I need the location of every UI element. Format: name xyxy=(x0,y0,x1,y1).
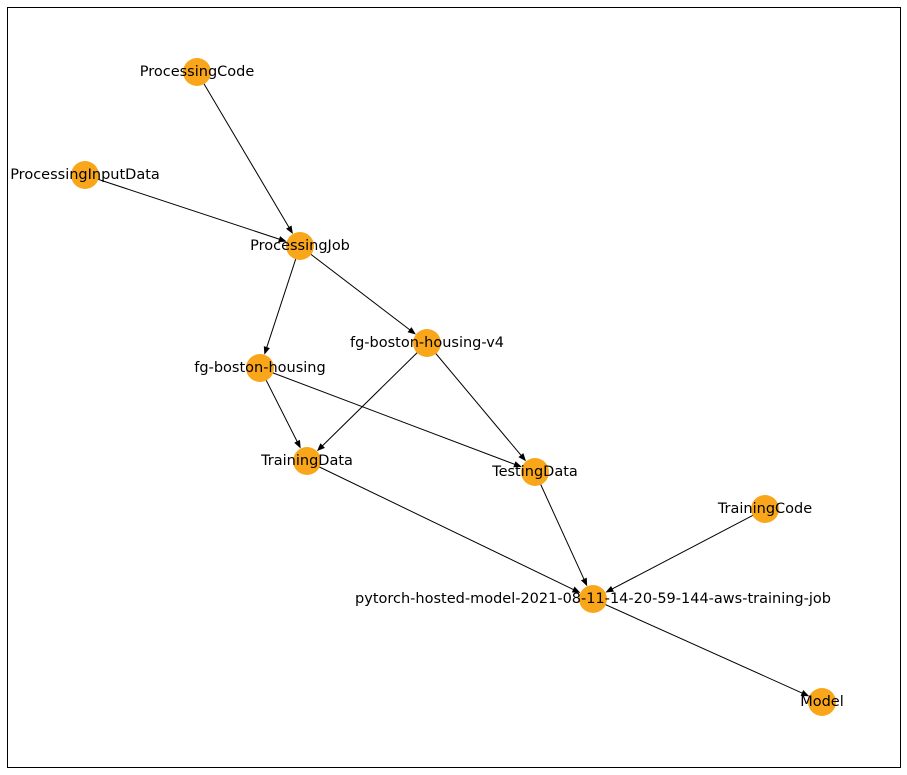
edge-fg-boston-housing-v4-to-testingdata xyxy=(426,342,526,461)
node-label-processinginputdata: ProcessingInputData xyxy=(10,167,160,183)
node-label-trainingcode: TrainingCode xyxy=(717,501,812,517)
edge-trainingcode-to-pytorch-hosted-model-2021-08-11-14-20-59-144-aws-training-job xyxy=(606,508,766,593)
node-label-pytorch-hosted-model-2021-08-11-14-20-59-144-aws-training-job: pytorch-hosted-model-2021-08-11-14-20-59… xyxy=(355,591,831,607)
node-label-fg-boston-housing-v4: fg-boston-housing-v4 xyxy=(350,335,504,351)
node-label-fg-boston-housing: fg-boston-housing xyxy=(194,360,325,376)
edge-processinginputdata-to-processingjob xyxy=(84,174,285,242)
node-trainingdata xyxy=(293,447,321,475)
edge-pytorch-hosted-model-2021-08-11-14-20-59-144-aws-training-job-to-model xyxy=(592,598,808,696)
edge-testingdata-to-pytorch-hosted-model-2021-08-11-14-20-59-144-aws-training-job xyxy=(534,471,587,585)
nodes-layer xyxy=(71,58,836,716)
arrowhead-fg-boston-housing-v4-to-testingdata xyxy=(518,453,527,462)
arrowhead-trainingdata-to-pytorch-hosted-model-2021-08-11-14-20-59-144-aws-training-job xyxy=(571,586,581,593)
arrowhead-processingcode-to-processingjob xyxy=(286,225,293,234)
node-processingjob xyxy=(286,232,314,260)
arrowhead-fg-boston-housing-to-trainingdata xyxy=(294,439,301,449)
edge-processingjob-to-fg-boston-housing xyxy=(264,245,301,353)
node-processinginputdata xyxy=(71,161,99,189)
arrowhead-pytorch-hosted-model-2021-08-11-14-20-59-144-aws-training-job-to-model xyxy=(800,690,810,697)
edge-processingcode-to-processingjob xyxy=(196,71,293,233)
edge-fg-boston-housing-v4-to-trainingdata xyxy=(318,342,428,451)
arrowhead-processingjob-to-fg-boston-housing xyxy=(263,346,270,355)
arrowhead-processinginputdata-to-processingjob xyxy=(278,236,287,243)
arrowhead-fg-boston-housing-v4-to-trainingdata xyxy=(316,443,325,452)
node-trainingcode xyxy=(751,495,779,523)
node-model xyxy=(808,688,836,716)
edges-layer xyxy=(84,71,810,697)
node-label-model: Model xyxy=(800,694,844,710)
arrowhead-testingdata-to-pytorch-hosted-model-2021-08-11-14-20-59-144-aws-training-job xyxy=(580,577,588,587)
node-label-testingdata: TestingData xyxy=(491,464,578,480)
arrowhead-fg-boston-housing-to-testingdata xyxy=(513,461,522,468)
arrowhead-processingjob-to-fg-boston-housing-v4 xyxy=(407,327,416,335)
node-label-processingcode: ProcessingCode xyxy=(140,64,255,80)
edge-trainingdata-to-pytorch-hosted-model-2021-08-11-14-20-59-144-aws-training-job xyxy=(306,460,579,593)
plot-frame xyxy=(7,7,901,768)
node-processingcode xyxy=(183,58,211,86)
node-pytorch-hosted-model-2021-08-11-14-20-59-144-aws-training-job xyxy=(579,585,607,613)
node-label-processingjob: ProcessingJob xyxy=(250,238,350,254)
arrowhead-trainingcode-to-pytorch-hosted-model-2021-08-11-14-20-59-144-aws-training-job xyxy=(605,585,614,593)
edge-fg-boston-housing-to-trainingdata xyxy=(259,367,301,447)
labels-layer: ProcessingCodeProcessingInputDataProcess… xyxy=(10,64,844,710)
node-fg-boston-housing-v4 xyxy=(413,329,441,357)
edge-processingjob-to-fg-boston-housing-v4 xyxy=(299,245,415,334)
node-testingdata xyxy=(521,458,549,486)
edge-fg-boston-housing-to-testingdata xyxy=(259,367,521,467)
node-label-trainingdata: TrainingData xyxy=(260,453,353,469)
node-fg-boston-housing xyxy=(246,354,274,382)
